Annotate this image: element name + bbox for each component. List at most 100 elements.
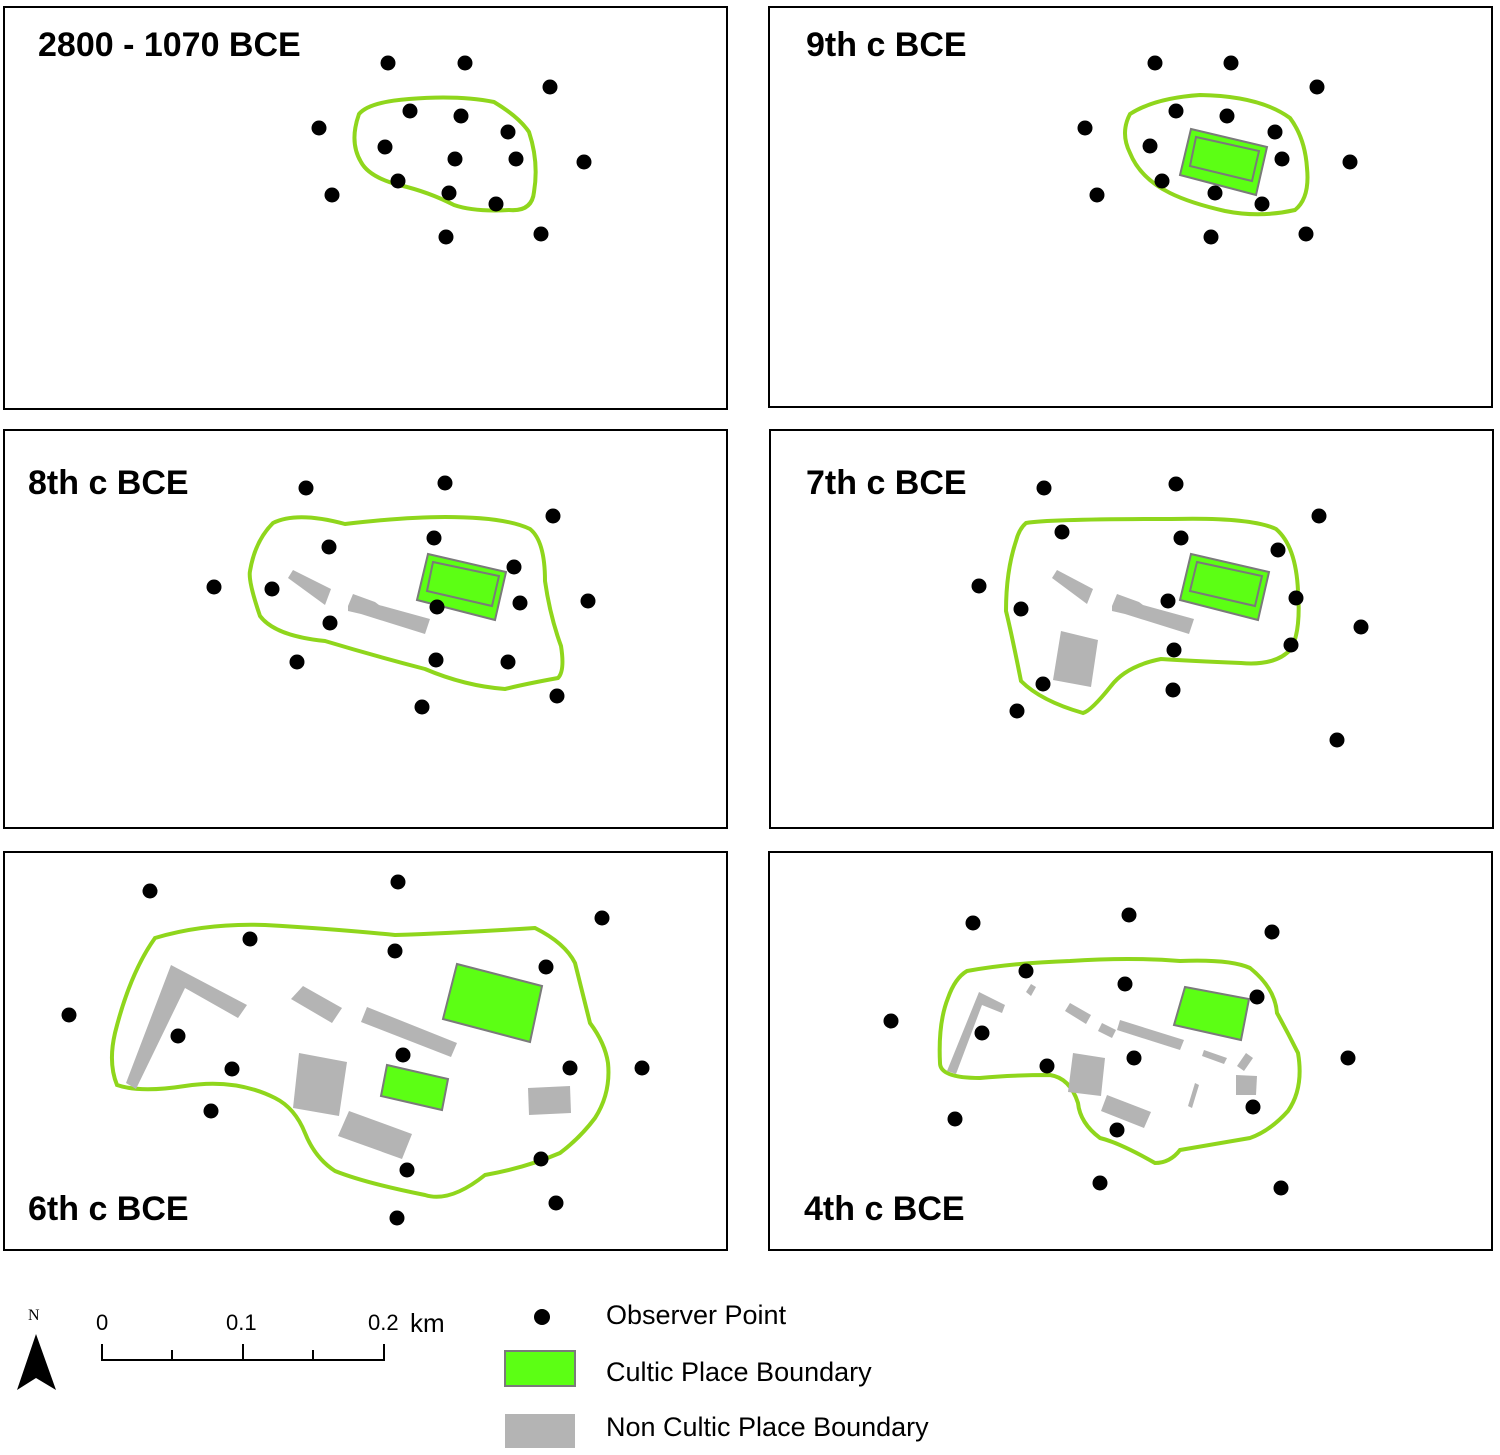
observer-point bbox=[389, 1210, 405, 1226]
observer-point bbox=[542, 79, 558, 95]
observer-point bbox=[500, 124, 516, 140]
observer-point bbox=[1166, 642, 1182, 658]
cultic-place-boundary bbox=[1178, 127, 1269, 197]
observer-point bbox=[1092, 1175, 1108, 1191]
observer-point bbox=[1018, 963, 1034, 979]
observer-point bbox=[562, 1060, 578, 1076]
observer-point bbox=[1203, 229, 1219, 245]
observer-point bbox=[324, 187, 340, 203]
observer-point bbox=[1329, 732, 1345, 748]
observer-point bbox=[414, 699, 430, 715]
observer-point bbox=[1013, 601, 1029, 617]
map-panel-2800-1070-bce: 2800 - 1070 BCE bbox=[3, 6, 728, 410]
north-arrow-icon bbox=[17, 1334, 56, 1390]
observer-point bbox=[1267, 124, 1283, 140]
observer-point bbox=[580, 593, 596, 609]
observer-point bbox=[594, 910, 610, 926]
observer-point bbox=[512, 595, 528, 611]
observer-point bbox=[883, 1013, 899, 1029]
observer-point bbox=[437, 475, 453, 491]
panel-title: 4th c BCE bbox=[804, 1190, 965, 1228]
observer-point bbox=[549, 688, 565, 704]
panel-title: 2800 - 1070 BCE bbox=[38, 26, 301, 64]
legend-label-non-cultic-boundary: Non Cultic Place Boundary bbox=[606, 1412, 929, 1442]
observer-points bbox=[971, 476, 1369, 748]
scale-bar-graphic bbox=[101, 1344, 385, 1361]
observer-point bbox=[971, 578, 987, 594]
observer-point bbox=[500, 654, 516, 670]
observer-point bbox=[428, 652, 444, 668]
map-canvas bbox=[883, 907, 1356, 1196]
observer-point bbox=[61, 1007, 77, 1023]
map-canvas bbox=[311, 55, 592, 245]
observer-point bbox=[1223, 55, 1239, 71]
map-panel-6th-c-bce: 6th c BCE bbox=[3, 851, 728, 1251]
observer-point bbox=[533, 1151, 549, 1167]
panel-title: 9th c BCE bbox=[806, 26, 967, 64]
observer-point bbox=[447, 151, 463, 167]
observer-point bbox=[1309, 79, 1325, 95]
observer-point bbox=[170, 1028, 186, 1044]
observer-point bbox=[390, 874, 406, 890]
site-boundary bbox=[1123, 92, 1310, 217]
non-cultic-place-boundaries bbox=[947, 984, 1257, 1128]
observer-point bbox=[1109, 1122, 1125, 1138]
non-cultic-place-boundaries bbox=[1052, 570, 1194, 687]
observer-point bbox=[438, 229, 454, 245]
observer-point bbox=[1340, 1050, 1356, 1066]
observer-point bbox=[457, 55, 473, 71]
scale-unit: km bbox=[410, 1308, 445, 1338]
observer-point bbox=[203, 1103, 219, 1119]
panel-title: 7th c BCE bbox=[806, 464, 967, 502]
map-panel-7th-c-bce: 7th c BCE bbox=[769, 429, 1494, 829]
map-canvas bbox=[1077, 55, 1358, 245]
observer-point bbox=[1036, 480, 1052, 496]
scale-tick-0-1: 0.1 bbox=[226, 1310, 257, 1335]
map-canvas bbox=[971, 476, 1369, 748]
cultic-place-boundary bbox=[1172, 985, 1251, 1042]
observer-point bbox=[1283, 637, 1299, 653]
map-panel-9th-c-bce: 9th c BCE bbox=[768, 6, 1493, 408]
legend-symbols bbox=[504, 1309, 576, 1448]
observer-point bbox=[1298, 226, 1314, 242]
observer-point bbox=[1039, 1058, 1055, 1074]
panel-title: 8th c BCE bbox=[28, 464, 189, 502]
observer-point bbox=[974, 1025, 990, 1041]
observer-point bbox=[453, 108, 469, 124]
observer-point bbox=[390, 173, 406, 189]
observer-point bbox=[1273, 1180, 1289, 1196]
observer-point bbox=[548, 1195, 564, 1211]
non-cultic-boundary-swatch bbox=[505, 1414, 575, 1448]
observer-point bbox=[402, 103, 418, 119]
non-cultic-place-boundaries bbox=[126, 965, 571, 1159]
observer-point bbox=[488, 196, 504, 212]
observer-point bbox=[1117, 976, 1133, 992]
observer-point bbox=[311, 120, 327, 136]
observer-point bbox=[506, 559, 522, 575]
observer-point bbox=[1142, 138, 1158, 154]
observer-point bbox=[1154, 173, 1170, 189]
observer-point bbox=[264, 581, 280, 597]
scale-tick-0: 0 bbox=[96, 1310, 109, 1335]
panel-title: 6th c BCE bbox=[28, 1190, 189, 1228]
scale-tick-0-2: 0.2 bbox=[368, 1310, 399, 1335]
observer-point bbox=[426, 530, 442, 546]
observer-points bbox=[1077, 55, 1358, 245]
site-boundary bbox=[110, 922, 611, 1199]
observer-point bbox=[1168, 103, 1184, 119]
observer-point bbox=[545, 508, 561, 524]
map-panel-4th-c-bce: 4th c BCE bbox=[768, 851, 1493, 1251]
map-panel-8th-c-bce: 8th c BCE bbox=[3, 429, 728, 829]
observer-point bbox=[395, 1047, 411, 1063]
observer-point bbox=[1168, 476, 1184, 492]
observer-point bbox=[1173, 530, 1189, 546]
observer-point bbox=[1264, 924, 1280, 940]
observer-point bbox=[1121, 907, 1137, 923]
site-boundary bbox=[937, 957, 1302, 1166]
observer-point bbox=[242, 931, 258, 947]
observer-point bbox=[634, 1060, 650, 1076]
cultic-place-boundary bbox=[1178, 552, 1271, 622]
observer-point bbox=[224, 1061, 240, 1077]
north-label: N bbox=[28, 1307, 40, 1324]
observer-point bbox=[380, 55, 396, 71]
